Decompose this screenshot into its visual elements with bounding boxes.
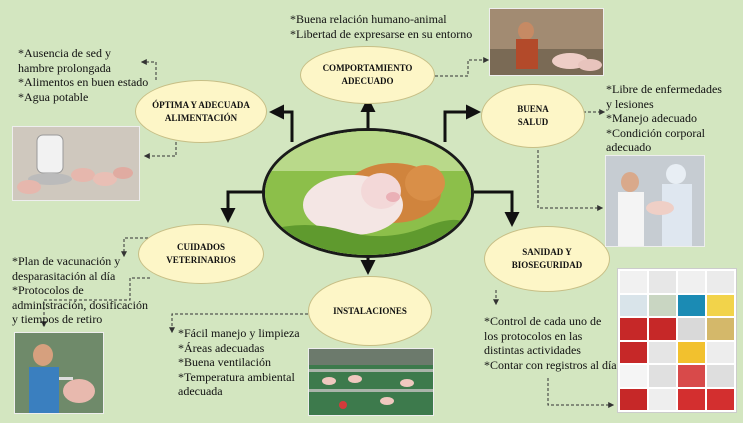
arrow-to-optima bbox=[269, 104, 294, 142]
desc-instalaciones: *Fácil manejo y limpieza*Áreas adecuadas… bbox=[178, 326, 300, 398]
arrow-to-cuidados bbox=[220, 190, 270, 223]
vaccinating-piglet-photo bbox=[14, 332, 104, 414]
arrow-to-salud bbox=[443, 104, 481, 142]
dash-salud-photo bbox=[537, 150, 604, 211]
node-sanidad: SANIDAD Y BIOSEGURIDAD bbox=[484, 226, 610, 292]
node-salud: BUENA SALUD bbox=[481, 84, 585, 148]
node-instalaciones: INSTALACIONES bbox=[308, 276, 432, 346]
node-cuidados: CUIDADOS VETERINARIOS bbox=[138, 224, 264, 284]
dash-sanidad-photo bbox=[547, 378, 615, 408]
node-optima: ÓPTIMA Y ADECUADA ALIMENTACIÓN bbox=[135, 80, 267, 143]
node-comportamiento: COMPORTAMIENTO ADECUADO bbox=[300, 46, 435, 104]
dash-optima-text bbox=[140, 59, 157, 80]
farmer-with-pigs-photo bbox=[489, 8, 604, 76]
dash-comportamiento-photo bbox=[435, 57, 490, 77]
piglets-feeder-photo bbox=[12, 126, 140, 201]
dash-instalaciones-text bbox=[169, 313, 318, 334]
pigs-photo bbox=[262, 128, 474, 258]
pig-barn-photo bbox=[308, 348, 434, 416]
vet-examining-piglet-photo bbox=[605, 155, 705, 247]
biosecurity-signs-photo bbox=[617, 268, 737, 413]
desc-comportamiento: *Buena relación humano-animal*Libertad d… bbox=[290, 12, 473, 41]
dash-cuidados-photo bbox=[41, 277, 150, 328]
arrow-to-sanidad bbox=[474, 190, 520, 227]
